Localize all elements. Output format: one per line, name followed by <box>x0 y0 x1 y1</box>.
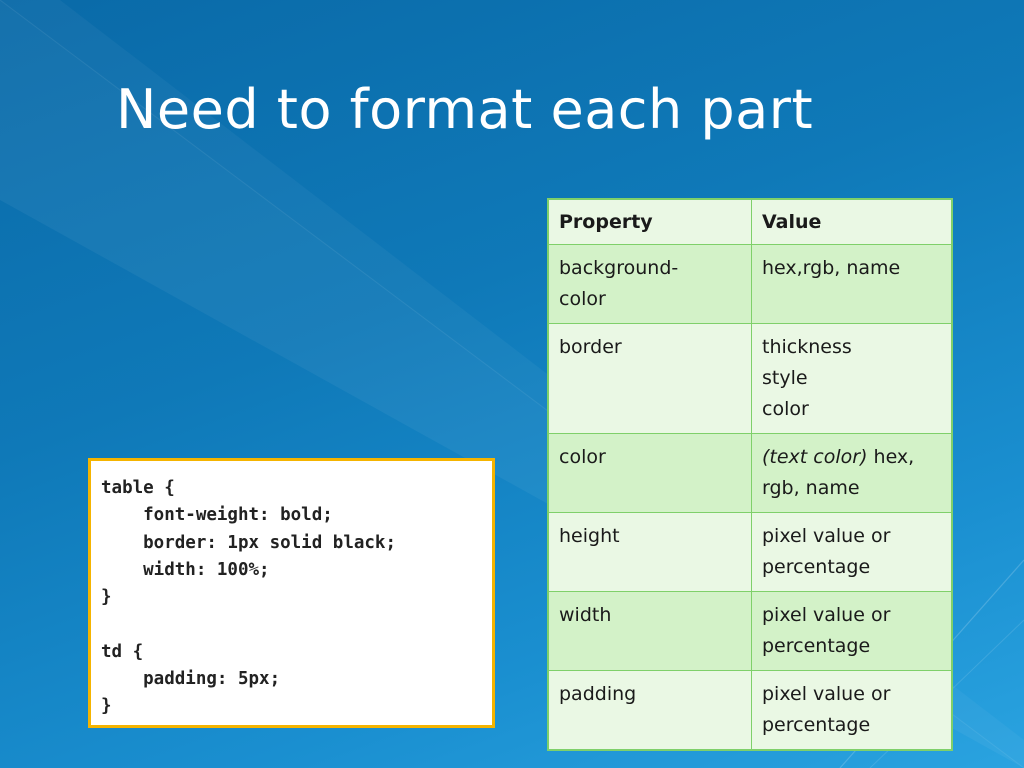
property-cell: padding <box>547 670 752 751</box>
property-cell: height <box>547 512 752 592</box>
value-cell: (text color) hex, rgb, name <box>751 433 953 513</box>
table-row: height pixel value or percentage <box>547 512 953 592</box>
code-line: width: 100%; <box>101 559 270 580</box>
code-line <box>101 611 482 638</box>
property-table: Property Value background- color hex,rgb… <box>547 198 953 751</box>
code-line: padding: 5px; <box>101 669 281 690</box>
value-cell: pixel value or percentage <box>751 670 953 751</box>
table-row: padding pixel value or percentage <box>547 670 953 751</box>
code-line: td { <box>101 641 144 662</box>
table-row: border thickness style color <box>547 323 953 434</box>
code-line: } <box>101 696 112 717</box>
property-cell: color <box>547 433 752 513</box>
code-line: font-weight: bold; <box>101 505 333 526</box>
table-row: background- color hex,rgb, name <box>547 244 953 324</box>
code-line: table { <box>101 478 175 498</box>
code-line: } <box>101 587 112 608</box>
value-cell: thickness style color <box>751 323 953 434</box>
css-code-box: table { font-weight: bold; border: 1px s… <box>88 458 495 728</box>
value-cell: pixel value or percentage <box>751 591 953 671</box>
header-value: Value <box>751 198 953 245</box>
slide-title: Need to format each part <box>116 78 814 141</box>
code-line: border: 1px solid black; <box>101 532 397 553</box>
property-cell: background- color <box>547 244 752 324</box>
table-header-row: Property Value <box>547 198 953 245</box>
value-text: hex, rgb, name <box>762 446 915 499</box>
table-row: width pixel value or percentage <box>547 591 953 671</box>
value-cell: hex,rgb, name <box>751 244 953 324</box>
value-italic-note: (text color) <box>762 446 868 468</box>
header-property: Property <box>547 198 752 245</box>
property-cell: width <box>547 591 752 671</box>
table-row: color (text color) hex, rgb, name <box>547 433 953 513</box>
value-cell: pixel value or percentage <box>751 512 953 592</box>
property-cell: border <box>547 323 752 434</box>
